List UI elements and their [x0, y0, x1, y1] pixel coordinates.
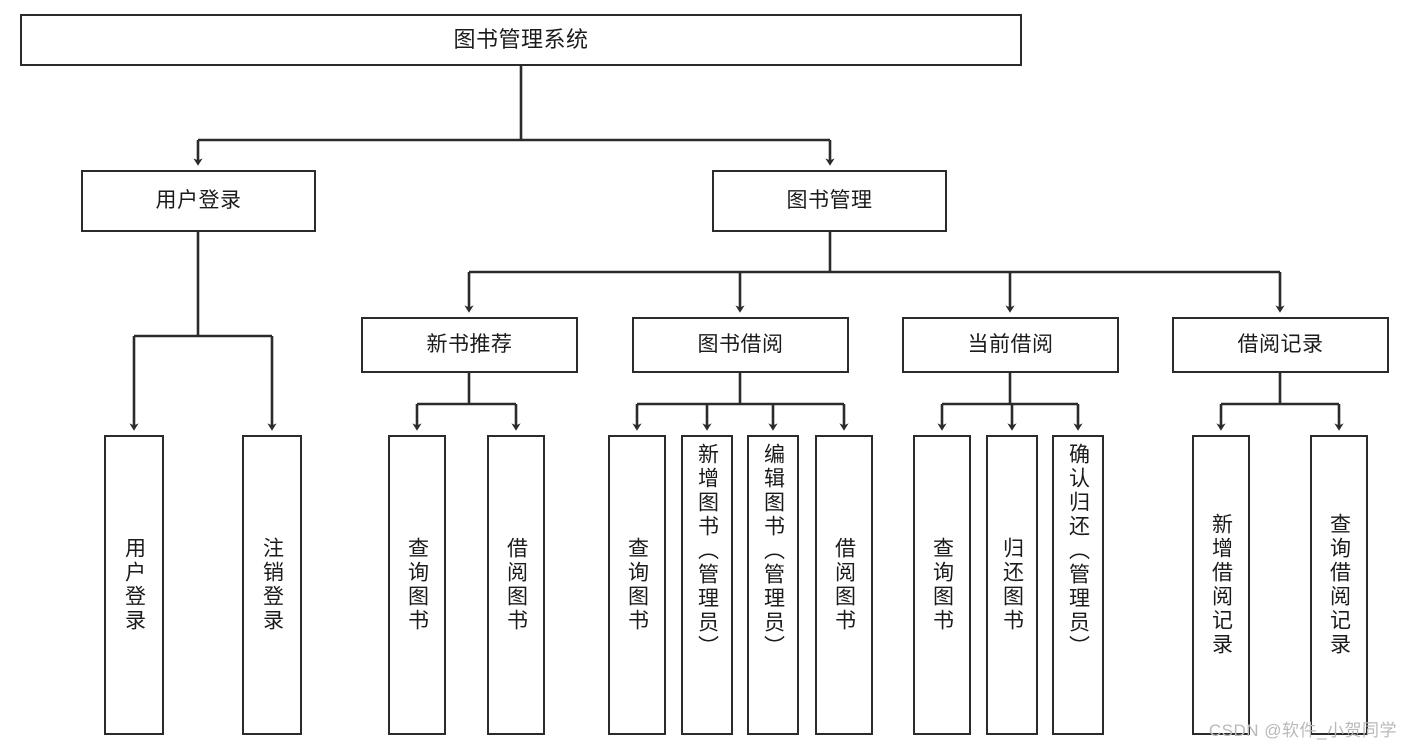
edge-bookborrow-to-leaves [632, 373, 849, 431]
edge-currentborrow-to-leaves [937, 373, 1083, 431]
leaf-user-login[interactable]: 用户登录 [104, 435, 164, 735]
edge-borrowrecord-to-leaves [1216, 373, 1344, 431]
edge-root-to-level2 [193, 66, 835, 166]
node-label: 查询图书 [405, 537, 429, 633]
node-label: 用户登录 [122, 537, 146, 633]
edge-userlogin-to-leaves [129, 232, 277, 431]
node-label: 确认归还（管理员） [1066, 443, 1090, 659]
edge-newbook-to-leaves [412, 373, 521, 431]
node-label: 图书借阅 [697, 332, 784, 356]
node-label: 用户登录 [155, 188, 242, 212]
node-user-login[interactable]: 用户登录 [81, 170, 316, 232]
node-label: 归还图书 [1000, 537, 1024, 633]
node-label: 查询图书 [930, 537, 954, 633]
node-label: 图书管理 [786, 188, 873, 212]
node-borrow-record[interactable]: 借阅记录 [1172, 317, 1389, 373]
node-label: 注销登录 [260, 537, 284, 633]
node-label: 借阅记录 [1237, 332, 1324, 356]
node-current-borrow[interactable]: 当前借阅 [902, 317, 1119, 373]
node-label: 图书管理系统 [453, 27, 589, 53]
node-new-book-recommend[interactable]: 新书推荐 [361, 317, 578, 373]
leaf-borrow-book-2[interactable]: 借阅图书 [815, 435, 873, 735]
leaf-edit-book-admin[interactable]: 编辑图书（管理员） [747, 435, 799, 735]
edge-bookmanage-to-level3 [464, 232, 1285, 313]
leaf-borrow-book-1[interactable]: 借阅图书 [487, 435, 545, 735]
leaf-add-book-admin[interactable]: 新增图书（管理员） [681, 435, 733, 735]
node-label: 新增图书（管理员） [695, 443, 719, 659]
node-label: 编辑图书（管理员） [761, 443, 785, 659]
leaf-query-book-3[interactable]: 查询图书 [913, 435, 971, 735]
leaf-user-logout[interactable]: 注销登录 [242, 435, 302, 735]
leaf-confirm-return-admin[interactable]: 确认归还（管理员） [1052, 435, 1104, 735]
node-label: 借阅图书 [832, 537, 856, 633]
leaf-query-book-2[interactable]: 查询图书 [608, 435, 666, 735]
leaf-query-borrow-record[interactable]: 查询借阅记录 [1310, 435, 1368, 735]
leaf-return-book[interactable]: 归还图书 [986, 435, 1038, 735]
node-label: 查询借阅记录 [1327, 513, 1351, 657]
node-label: 查询图书 [625, 537, 649, 633]
node-book-borrow[interactable]: 图书借阅 [632, 317, 849, 373]
node-label: 借阅图书 [504, 537, 528, 633]
leaf-add-borrow-record[interactable]: 新增借阅记录 [1192, 435, 1250, 735]
node-label: 新书推荐 [426, 332, 513, 356]
node-label: 当前借阅 [967, 332, 1054, 356]
leaf-query-book-1[interactable]: 查询图书 [388, 435, 446, 735]
node-label: 新增借阅记录 [1209, 513, 1233, 657]
node-root-system[interactable]: 图书管理系统 [20, 14, 1022, 66]
csdn-watermark: CSDN @软件_小贺同学 [1208, 721, 1397, 740]
node-book-manage[interactable]: 图书管理 [712, 170, 947, 232]
